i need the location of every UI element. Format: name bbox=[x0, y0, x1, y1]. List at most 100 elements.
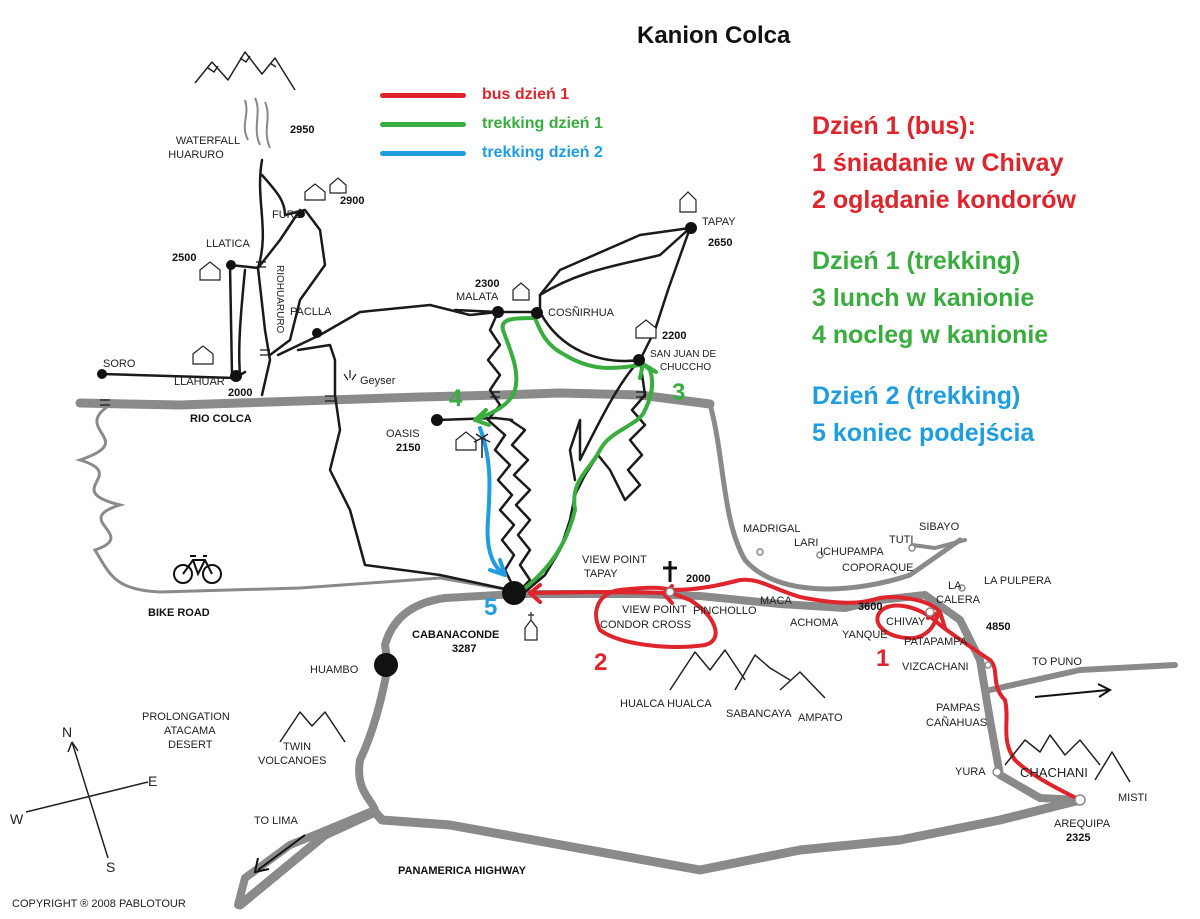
route-bus-arrow-3 bbox=[528, 583, 542, 604]
label-viewpoint-tapay-1: VIEW POINT bbox=[582, 554, 647, 566]
route-trek1-descent bbox=[523, 362, 655, 590]
note-line: Dzień 2 (trekking) bbox=[812, 382, 1021, 410]
road-sibayo bbox=[910, 538, 967, 550]
label-tapay: TAPAY bbox=[702, 216, 736, 228]
label-elev-2950: 2950 bbox=[290, 124, 314, 136]
label-la-calera-1: LA bbox=[948, 580, 962, 592]
palm-icon bbox=[473, 433, 491, 458]
label-waterfall-1: WATERFALL bbox=[176, 135, 240, 147]
label-panamerica: PANAMERICA HIGHWAY bbox=[398, 865, 527, 877]
trail-paclla bbox=[276, 303, 500, 357]
road-rio-colca bbox=[75, 388, 715, 410]
church-icon bbox=[524, 612, 538, 641]
mountains-hualca-icon bbox=[669, 649, 826, 699]
label-pinchollo: PINCHOLLO bbox=[693, 605, 757, 617]
route-trek2-arrow bbox=[488, 558, 507, 577]
legend-label: trekking dzień 2 bbox=[482, 144, 603, 161]
label-sanjuan-1: SAN JUAN DE bbox=[650, 349, 716, 360]
label-to-lima: TO LIMA bbox=[254, 815, 298, 827]
cross-icon bbox=[663, 561, 677, 582]
label-ichupampa: ICHUPAMPA bbox=[820, 546, 884, 558]
label-elev-2900: 2900 bbox=[340, 195, 364, 207]
label-geyser: Geyser bbox=[360, 375, 396, 387]
label-sabancaya: SABANCAYA bbox=[726, 708, 792, 720]
route-trek1-cosnirhua bbox=[533, 316, 642, 370]
legend-swatch bbox=[380, 122, 466, 127]
label-hualca-hualca: HUALCA HUALCA bbox=[620, 698, 712, 710]
trail-oasis-connect bbox=[436, 416, 514, 422]
label-twin: TWIN bbox=[283, 741, 311, 753]
label-sanjuan-2: CHUCCHO bbox=[660, 362, 711, 373]
marker-3: 3 bbox=[672, 379, 685, 406]
note-line: Dzień 1 (trekking) bbox=[812, 247, 1021, 275]
dot-tapay bbox=[685, 222, 697, 234]
road-to-puno bbox=[987, 662, 1178, 693]
label-ampato: AMPATO bbox=[798, 712, 843, 724]
dot-condor bbox=[665, 587, 675, 597]
note-group: Dzień 2 (trekking) 5 koniec podejścia bbox=[812, 378, 1192, 452]
compass-n: N bbox=[62, 724, 72, 740]
note-line: 1 śniadanie w Chivay bbox=[812, 149, 1064, 177]
dot-llatica bbox=[226, 260, 236, 270]
dot-yura bbox=[992, 767, 1002, 777]
label-malata: MALATA bbox=[456, 291, 499, 303]
label-huambo: HUAMBO bbox=[310, 664, 359, 676]
route-trek1-arrow-3 bbox=[638, 362, 658, 380]
marker-1: 1 bbox=[876, 645, 889, 672]
dot-madrigal bbox=[756, 548, 764, 556]
geyser-icon bbox=[343, 370, 357, 381]
label-paclla: PACLLA bbox=[290, 306, 332, 318]
note-line: 2 oglądanie kondorów bbox=[812, 186, 1076, 214]
house-icon bbox=[192, 177, 697, 451]
label-pampas-1: PAMPAS bbox=[936, 702, 980, 714]
road-panamerica bbox=[235, 795, 1085, 910]
mountains-misti-icon bbox=[1094, 751, 1131, 783]
dot-huambo bbox=[374, 653, 398, 677]
label-elev-2300: 2300 bbox=[475, 278, 499, 290]
dot-sanjuan bbox=[633, 354, 645, 366]
trail-llatica bbox=[228, 263, 260, 377]
trail-sanjuan-b bbox=[568, 358, 642, 482]
label-rio-colca: RIO COLCA bbox=[190, 413, 252, 425]
label-achoma: ACHOMA bbox=[790, 617, 839, 629]
label-elev-4850: 4850 bbox=[986, 621, 1010, 633]
map-title: Kanion Colca bbox=[637, 22, 791, 49]
trail-zigzag-1 bbox=[486, 310, 517, 592]
mountains-twin-icon bbox=[279, 711, 346, 743]
label-elev-2200: 2200 bbox=[662, 330, 686, 342]
road-colca-east bbox=[707, 401, 963, 592]
legend-label: trekking dzień 1 bbox=[482, 115, 603, 132]
label-fure: FURE bbox=[272, 209, 302, 221]
label-maca: MACA bbox=[760, 595, 792, 607]
label-elev-2500: 2500 bbox=[172, 252, 196, 264]
dot-malata bbox=[492, 306, 504, 318]
route-trek1-arrow-4 bbox=[473, 408, 491, 427]
label-atacama: ATACAMA bbox=[164, 725, 216, 737]
compass-e: E bbox=[148, 773, 157, 789]
dot-paclla bbox=[312, 328, 322, 338]
legend-swatch bbox=[380, 93, 466, 98]
dot-vizcachani bbox=[984, 661, 992, 669]
label-vizcachani: VIZCACHANI bbox=[902, 661, 969, 673]
waterfall-icon bbox=[243, 97, 271, 149]
road-main-west bbox=[234, 590, 519, 909]
dot-soro bbox=[97, 369, 107, 379]
label-viewpoint-tapay-2: TAPAY bbox=[584, 568, 618, 580]
note-line: 5 koniec podejścia bbox=[812, 419, 1035, 447]
label-coporaque: COPORAQUE bbox=[842, 562, 914, 574]
label-arequipa: AREQUIPA bbox=[1054, 818, 1111, 830]
label-misti: MISTI bbox=[1118, 792, 1147, 804]
label-chivay: CHIVAY bbox=[886, 616, 926, 628]
label-lari: LARI bbox=[794, 537, 818, 549]
dot-oasis bbox=[431, 414, 443, 426]
label-oasis: OASIS bbox=[386, 428, 420, 440]
label-elev-2000-llahuar: 2000 bbox=[228, 387, 252, 399]
label-la-pulpera: LA PULPERA bbox=[984, 575, 1052, 587]
label-yura: YURA bbox=[955, 766, 986, 778]
note-line: 3 lunch w kanionie bbox=[812, 284, 1035, 312]
trail-paclla-b bbox=[296, 343, 512, 592]
